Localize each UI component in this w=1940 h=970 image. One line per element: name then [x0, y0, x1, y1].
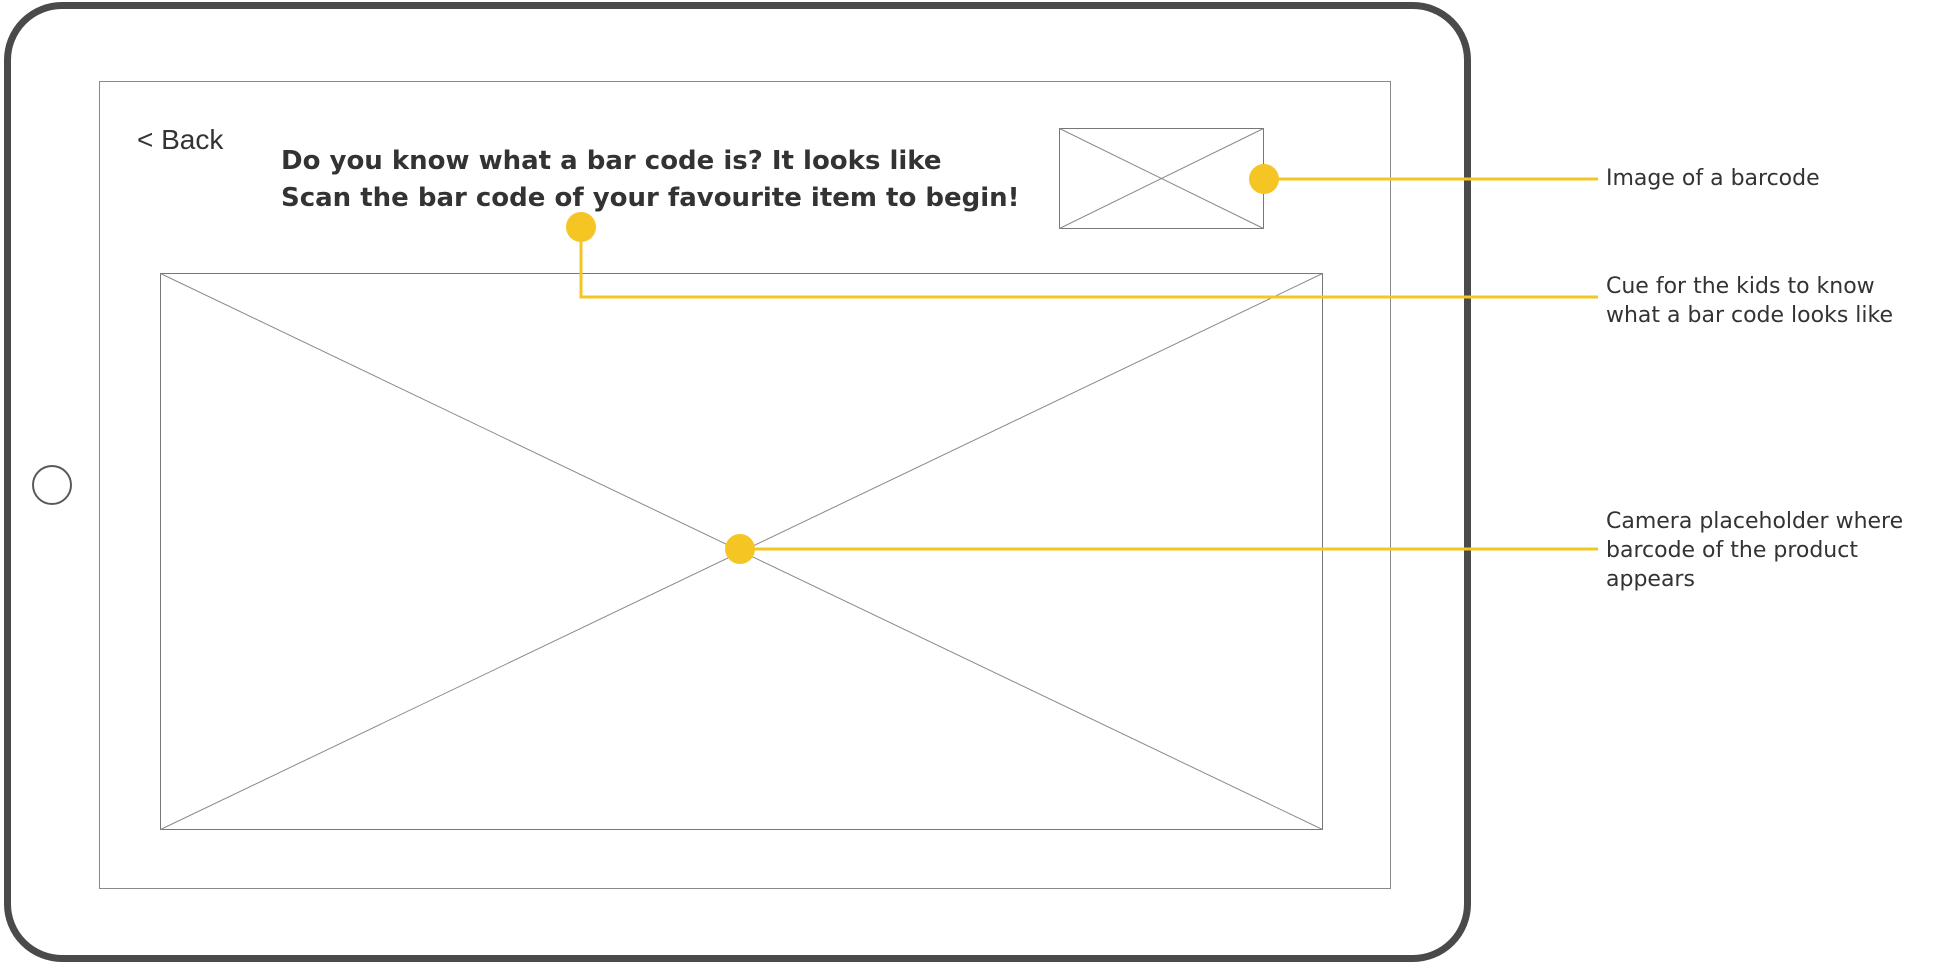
barcode-image-placeholder [1059, 128, 1264, 229]
annotation-text: what a bar code looks like [1606, 303, 1893, 328]
annotation-barcode-image: Image of a barcode [1606, 164, 1820, 193]
annotation-camera: Camera placeholder where barcode of the … [1606, 507, 1903, 594]
annotation-text: barcode of the product [1606, 538, 1858, 563]
annotation-text: Image of a barcode [1606, 166, 1820, 191]
annotation-cue: Cue for the kids to know what a bar code… [1606, 272, 1893, 330]
home-button[interactable] [32, 465, 72, 505]
heading-line-2: Scan the bar code of your favourite item… [281, 183, 1020, 213]
heading-line-1: Do you know what a bar code is? It looks… [281, 146, 942, 176]
page-heading: Do you know what a bar code is? It looks… [281, 143, 1020, 217]
camera-placeholder[interactable] [160, 273, 1323, 830]
annotation-text: Cue for the kids to know [1606, 274, 1875, 299]
annotation-text: Camera placeholder where [1606, 509, 1904, 534]
back-button[interactable]: < Back [137, 124, 224, 155]
annotation-text: appears [1606, 567, 1695, 592]
app-screen [99, 81, 1391, 889]
